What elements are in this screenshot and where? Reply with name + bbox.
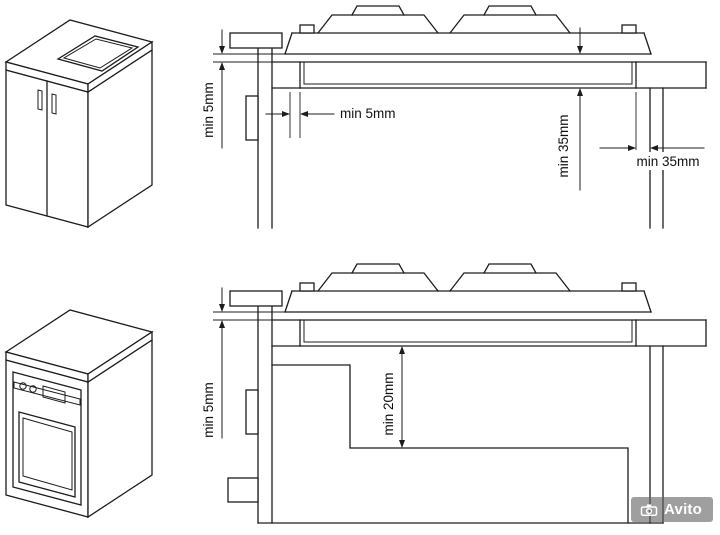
burner-left-base: [317, 272, 439, 292]
door-handle-left: [37, 89, 43, 111]
hob-edge-trim-right: [621, 24, 637, 34]
dim-label-bottom-hob-height: min 5mm: [201, 382, 216, 438]
hob-outline-inner: [62, 38, 134, 69]
hob-left-slant: [284, 32, 293, 55]
dim-bottom-hob-height: min 5mm: [201, 287, 285, 439]
oven-handle: [13, 381, 81, 406]
dim-top-hob-height: min 5mm: [201, 29, 285, 149]
hob-right-slant: [643, 290, 652, 313]
burner-right-cap: [483, 5, 537, 16]
wall-bracket: [245, 389, 259, 435]
camera-icon: [640, 503, 658, 516]
oven-knob-right: [29, 385, 37, 393]
worktop-side-edge: [87, 40, 153, 94]
door-handle-right: [51, 93, 57, 115]
burner-right-base: [449, 14, 571, 34]
hob-over-oven-section: min 5mm min 20mm: [201, 263, 707, 524]
hob-cabinet-isometric: [4, 19, 154, 229]
hob-left-slant: [284, 290, 293, 313]
left-wall-cap: [229, 290, 283, 307]
watermark-text: Avito: [664, 501, 702, 518]
oven-cabinet-isometric: [4, 309, 154, 519]
oven-display: [42, 385, 66, 404]
dim-top-side-gap: min 5mm: [265, 92, 396, 138]
hob-right-slant: [643, 32, 652, 55]
dim-label-top-hob-height: min 5mm: [201, 82, 216, 138]
hob-installation-section: min 5mm min 5mm min 35mm: [201, 5, 714, 229]
wall-bracket: [245, 95, 259, 141]
burner-right-cap: [483, 263, 537, 274]
dim-label-top-wall-gap: min 35mm: [636, 154, 699, 169]
oven-door-window: [18, 411, 76, 498]
hob-edge-trim-left: [299, 24, 315, 34]
dim-label-top-side-gap: min 5mm: [340, 106, 396, 121]
burner-right-base: [449, 272, 571, 292]
oven-casing-outline: [271, 364, 629, 524]
left-wall-cap: [229, 32, 283, 49]
oven-front-outline: [12, 371, 82, 506]
oven-door-window-inner: [22, 417, 73, 491]
dim-label-top-below-hob: min 35mm: [556, 114, 571, 177]
hob-edge-trim-right: [621, 282, 637, 292]
dim-top-below-hob: min 35mm: [556, 27, 583, 191]
burner-left-cap: [351, 263, 405, 274]
oven-knob-left: [19, 382, 27, 390]
photo-watermark: Avito: [631, 497, 713, 522]
dim-gap-to-oven: min 20mm: [381, 346, 405, 448]
dim-top-wall-gap: min 35mm: [599, 92, 714, 170]
plinth-block: [227, 477, 259, 503]
dim-label-gap-to-oven: min 20mm: [381, 372, 396, 435]
worktop-side-edge: [87, 330, 153, 384]
hob-outline-outer: [56, 35, 140, 72]
burner-left-cap: [351, 5, 405, 16]
burner-left-base: [317, 14, 439, 34]
hob-edge-trim-left: [299, 282, 315, 292]
